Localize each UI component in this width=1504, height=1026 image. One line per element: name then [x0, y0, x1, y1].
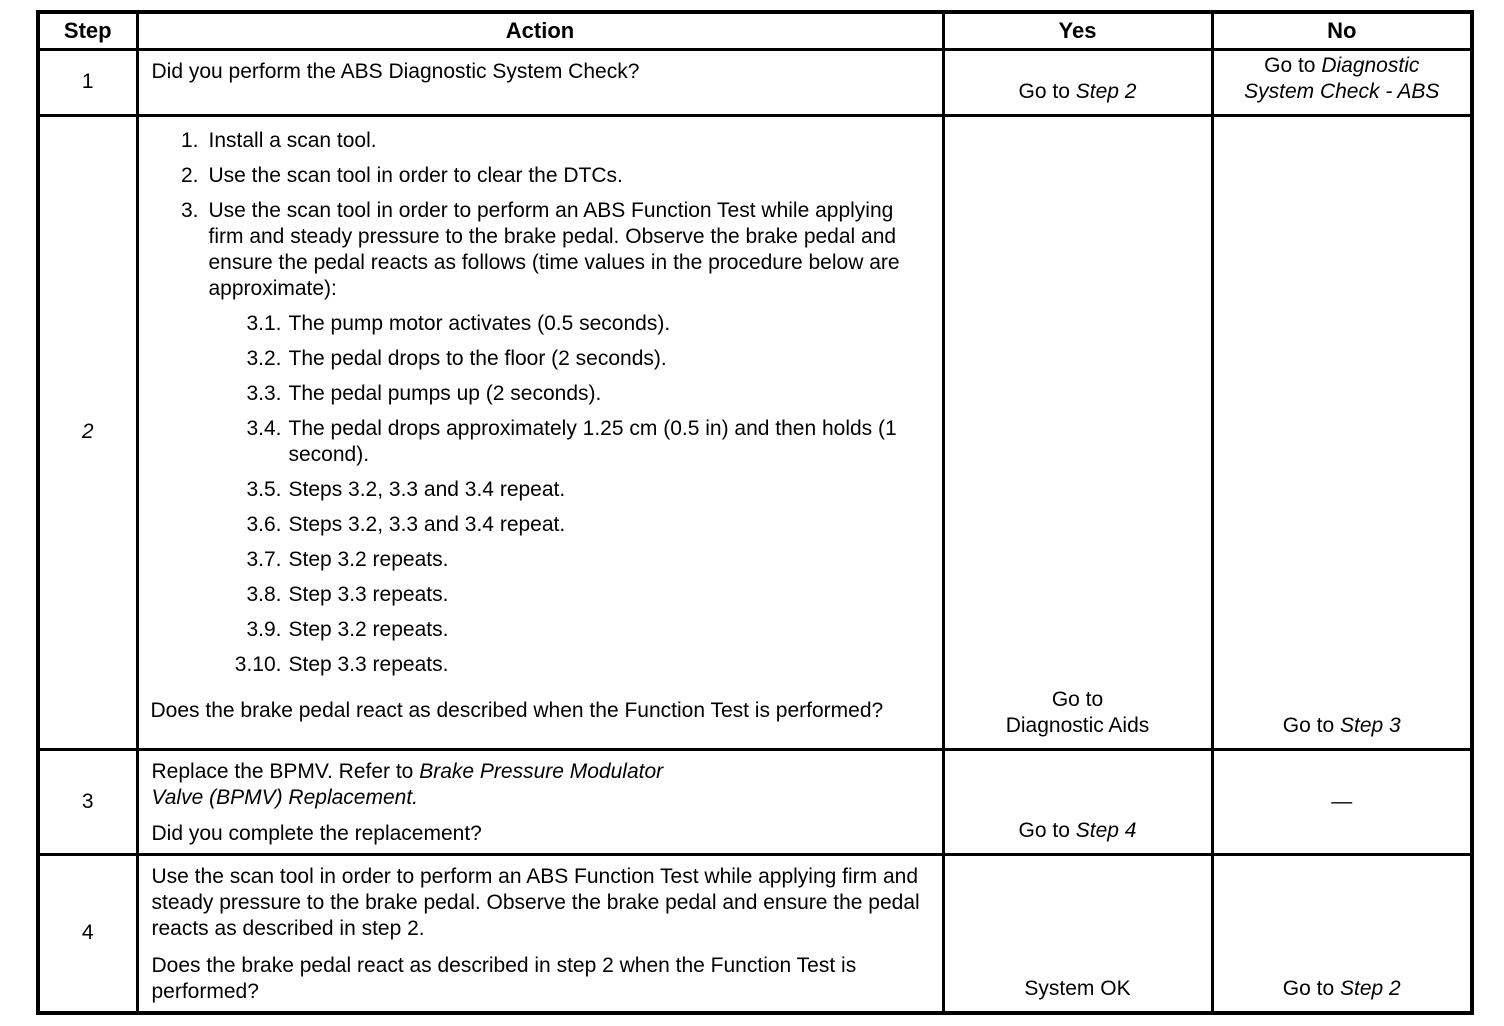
- action-cell: Did you perform the ABS Diagnostic Syste…: [135, 47, 945, 117]
- yes-text: Go to: [1051, 687, 1104, 711]
- header-row: Step Action Yes No: [36, 10, 1474, 51]
- sub-list-item: 3.8. Step 3.3 repeats.: [226, 582, 930, 608]
- list-item: 1. Install a scan tool.: [169, 128, 930, 154]
- yes-target: Step 4: [1075, 818, 1137, 842]
- step-number-cell: 2: [36, 113, 139, 751]
- yes-cell: Go to Step 2: [941, 47, 1214, 117]
- action-cell: 1. Install a scan tool. 2. Use the scan …: [135, 113, 945, 751]
- list-item-text: Steps 3.2, 3.3 and 3.4 repeat.: [288, 512, 566, 536]
- list-item-number: 3.6.: [246, 512, 282, 536]
- action-content: 1. Install a scan tool. 2. Use the scan …: [140, 118, 940, 733]
- yes-cell: Go to Step 4: [941, 747, 1214, 856]
- step-number-cell: 4: [36, 852, 139, 1014]
- reference-title-line2: Valve (BPMV) Replacement.: [151, 785, 419, 809]
- no-cell: Go to Diagnostic System Check - ABS: [1210, 47, 1474, 117]
- sub-list-item: 3.9. Step 3.2 repeats.: [226, 617, 930, 643]
- list-item-number: 3.7.: [246, 547, 282, 571]
- abs-diagnostic-table: Step Action Yes No 1 Did you perform the…: [36, 10, 1474, 1015]
- list-item-text: The pump motor activates (0.5 seconds).: [288, 311, 671, 335]
- yes-text: Go to: [1018, 818, 1076, 842]
- list-item-text: Step 3.2 repeats.: [288, 617, 449, 641]
- no-cell: Go to Step 3: [1210, 113, 1474, 751]
- yes-text: Go to: [1018, 79, 1076, 103]
- action-cell: Replace the BPMV. Refer to Brake Pressur…: [135, 747, 945, 856]
- action-text: Replace the BPMV. Refer to Brake Pressur…: [152, 759, 924, 811]
- action-question: Does the brake pedal react as described …: [150, 698, 884, 722]
- sub-list-item: 3.5. Steps 3.2, 3.3 and 3.4 repeat.: [226, 477, 930, 503]
- list-item: 2. Use the scan tool in order to clear t…: [169, 163, 930, 189]
- no-target: Step 3: [1339, 713, 1401, 737]
- sub-list-item: 3.1. The pump motor activates (0.5 secon…: [226, 311, 930, 337]
- action-cell: Use the scan tool in order to perform an…: [135, 852, 945, 1014]
- yes-target: Step 2: [1075, 79, 1137, 103]
- list-item-number: 3.4.: [246, 416, 282, 440]
- table-row-step-2: 2 1. Install a scan tool. 2. Use the sca…: [36, 113, 1474, 751]
- sub-list-item: 3.3. The pedal pumps up (2 seconds).: [226, 381, 930, 407]
- list-item-text: The pedal drops to the floor (2 seconds)…: [288, 346, 667, 370]
- sub-list-item: 3.2. The pedal drops to the floor (2 sec…: [226, 346, 930, 372]
- list-item-text: Install a scan tool.: [208, 128, 377, 152]
- list-item-text: Use the scan tool in order to perform an…: [208, 198, 900, 300]
- no-dash: —: [1331, 789, 1353, 813]
- list-item-text: Steps 3.2, 3.3 and 3.4 repeat.: [288, 477, 566, 501]
- sub-list-item: 3.4. The pedal drops approximately 1.25 …: [226, 416, 930, 468]
- list-item-number: 3.5.: [246, 477, 282, 501]
- sub-list-item: 3.10. Step 3.3 repeats.: [226, 652, 930, 678]
- table-row-step-4: 4 Use the scan tool in order to perform …: [36, 852, 1474, 1014]
- yes-cell: System OK: [941, 852, 1214, 1014]
- table-row-step-3: 3 Replace the BPMV. Refer to Brake Press…: [36, 747, 1474, 856]
- no-text: Go to: [1282, 713, 1340, 737]
- no-text: Go to: [1282, 976, 1340, 1000]
- no-text: Go to: [1264, 53, 1322, 77]
- no-target: Diagnostic: [1321, 53, 1420, 77]
- list-item-number: 3.1.: [246, 311, 282, 335]
- no-cell: Go to Step 2: [1210, 852, 1474, 1014]
- list-item-text: Step 3.3 repeats.: [288, 652, 449, 676]
- list-item-number: 3.10.: [234, 652, 282, 676]
- action-question: Does the brake pedal react as described …: [151, 953, 857, 1003]
- sub-list-item: 3.7. Step 3.2 repeats.: [226, 547, 930, 573]
- list-item-number: 2.: [180, 163, 199, 187]
- list-item-number: 3.3.: [246, 381, 282, 405]
- action-question: Did you perform the ABS Diagnostic Syste…: [151, 59, 640, 83]
- yes-text-line2: Diagnostic Aids: [1005, 713, 1150, 737]
- list-item-text: The pedal pumps up (2 seconds).: [288, 381, 602, 405]
- list-item-text: Step 3.3 repeats.: [288, 582, 449, 606]
- action-content: Replace the BPMV. Refer to Brake Pressur…: [140, 752, 940, 851]
- list-item-number: 3.: [180, 198, 199, 222]
- list-item-number: 3.9.: [246, 617, 282, 641]
- step-number-cell: 3: [36, 747, 139, 856]
- action-text: Use the scan tool in order to perform an…: [151, 864, 920, 940]
- list-item-number: 3.8.: [246, 582, 282, 606]
- sub-list-item: 3.6. Steps 3.2, 3.3 and 3.4 repeat.: [226, 512, 930, 538]
- no-cell: —: [1210, 747, 1474, 856]
- list-item: 3. Use the scan tool in order to perform…: [169, 198, 930, 302]
- action-text-normal: Replace the BPMV. Refer to: [151, 759, 420, 783]
- no-target: Step 2: [1339, 976, 1401, 1000]
- yes-text: System OK: [1024, 976, 1131, 1000]
- col-header-action: Action: [135, 10, 945, 51]
- list-item-text: The pedal drops approximately 1.25 cm (0…: [288, 416, 897, 466]
- reference-title: Brake Pressure Modulator: [419, 759, 664, 783]
- table-row-step-1: 1 Did you perform the ABS Diagnostic Sys…: [36, 47, 1474, 117]
- list-item-number: 3.2.: [246, 346, 282, 370]
- yes-cell: Go to Diagnostic Aids: [941, 113, 1214, 751]
- list-item-number: 1.: [180, 128, 199, 152]
- list-item-text: Step 3.2 repeats.: [288, 547, 449, 571]
- list-item-text: Use the scan tool in order to clear the …: [208, 163, 623, 187]
- col-header-no: No: [1210, 10, 1474, 51]
- step-number-cell: 1: [36, 47, 139, 117]
- action-question: Did you complete the replacement?: [151, 821, 482, 845]
- col-header-yes: Yes: [941, 10, 1214, 51]
- no-target-line2: System Check - ABS: [1244, 79, 1440, 103]
- action-content: Use the scan tool in order to perform an…: [140, 857, 940, 1010]
- col-header-step: Step: [36, 10, 139, 51]
